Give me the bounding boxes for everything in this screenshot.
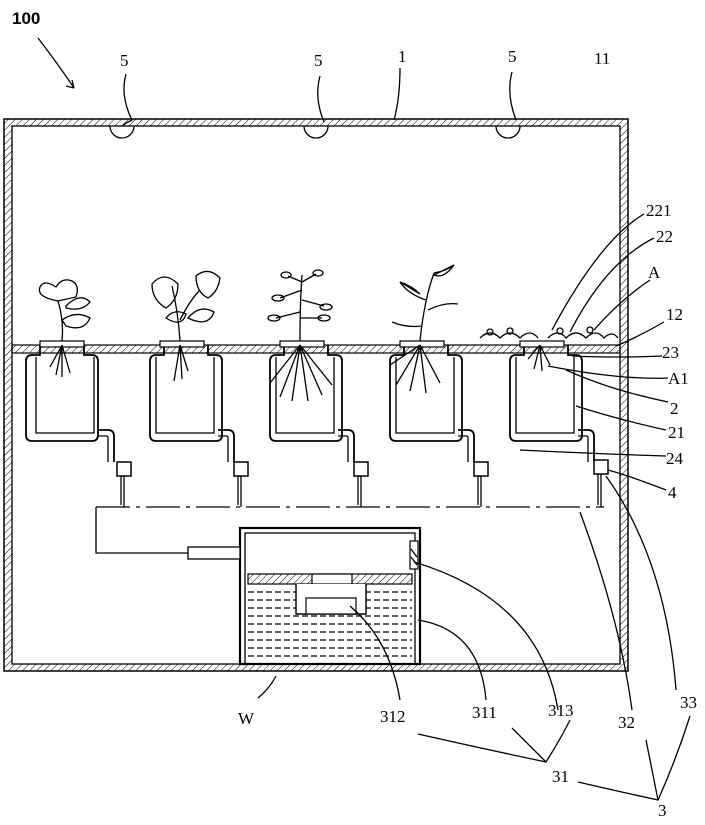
label-5-right: 5: [508, 47, 517, 66]
leader-lines: [37, 37, 691, 801]
label-100: 100: [12, 9, 40, 28]
label-4: 4: [668, 483, 677, 502]
lamp-left: [109, 125, 135, 139]
plants: [38, 264, 619, 402]
label-32: 32: [618, 713, 635, 732]
label-313: 313: [548, 701, 574, 720]
plant-1: [38, 279, 91, 377]
label-21: 21: [668, 423, 685, 442]
container-5: [509, 340, 609, 507]
label-5-mid: 5: [314, 51, 323, 70]
label-33: 33: [680, 693, 697, 712]
label-A: A: [648, 263, 661, 282]
label-24: 24: [666, 449, 684, 468]
label-5-left: 5: [120, 51, 129, 70]
label-311: 311: [472, 703, 497, 722]
label-W: W: [238, 709, 255, 728]
label-3: 3: [658, 801, 667, 820]
plant-5: [479, 326, 619, 372]
plant-4: [389, 264, 459, 394]
label-221: 221: [646, 201, 672, 220]
label-312: 312: [380, 707, 406, 726]
water-tank: [187, 526, 422, 666]
planting-containers: [25, 340, 609, 507]
label-22: 22: [656, 227, 673, 246]
label-2: 2: [670, 399, 679, 418]
label-23: 23: [662, 343, 679, 362]
label-12: 12: [666, 305, 683, 324]
plant-3: [267, 269, 333, 402]
container-4: [389, 340, 489, 507]
piping: [95, 506, 604, 554]
label-31: 31: [552, 767, 569, 786]
labels: 100 5 5 5 1 11 221 22 A 12 23 A1 2 21 24…: [12, 9, 697, 820]
label-11: 11: [594, 49, 610, 68]
plant-2: [151, 270, 221, 382]
container-3: [269, 340, 369, 507]
lamp-mid: [303, 125, 329, 139]
lamp-right: [495, 125, 521, 139]
label-1: 1: [398, 47, 407, 66]
lamps: [109, 125, 521, 139]
container-2: [149, 340, 249, 507]
label-A1: A1: [668, 369, 689, 388]
